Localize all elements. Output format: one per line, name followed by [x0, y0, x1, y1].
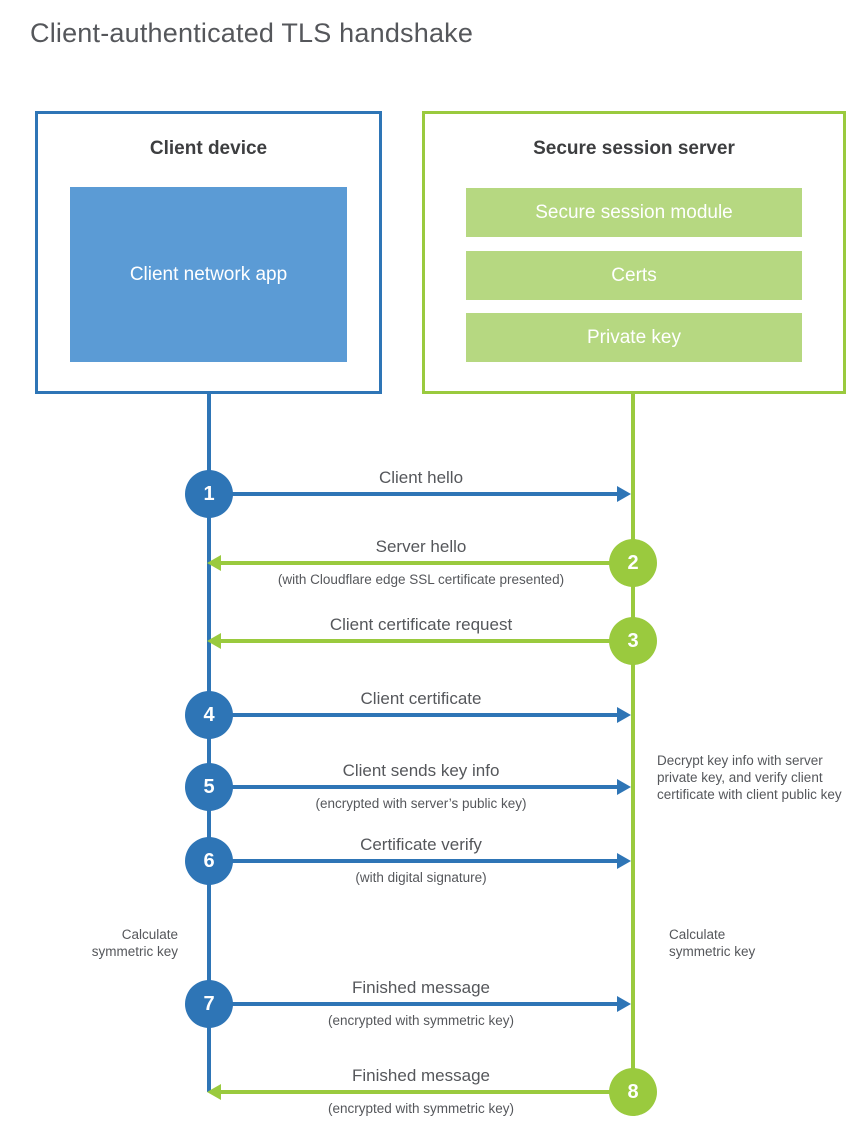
step-7-arrowhead-icon — [617, 996, 631, 1012]
step-4-arrow — [209, 713, 617, 717]
step-8-circle: 8 — [609, 1068, 657, 1116]
calculate-symmetric-key-note-right: Calculate symmetric key — [669, 927, 756, 959]
step-1-arrow — [209, 492, 617, 496]
step-5-arrowhead-icon — [617, 779, 631, 795]
step-6-sublabel: (with digital signature) — [355, 870, 487, 885]
server-certs-bar: Certs — [466, 251, 802, 300]
step-6-arrowhead-icon — [617, 853, 631, 869]
client-network-app-label: Client network app — [129, 263, 288, 285]
step-1-circle: 1 — [185, 470, 233, 518]
client-network-app-box: Client network app — [70, 187, 347, 362]
step-6-label: Certificate verify — [360, 835, 482, 854]
page-title: Client-authenticated TLS handshake — [30, 18, 474, 48]
step-5-label: Client sends key info — [342, 761, 500, 780]
step-1-arrowhead-icon — [617, 486, 631, 502]
server-private-key-bar: Private key — [466, 313, 802, 362]
step-5-circle: 5 — [185, 763, 233, 811]
step-3-arrow — [221, 639, 633, 643]
step-7-circle: 7 — [185, 980, 233, 1028]
client-lifeline — [207, 392, 211, 1092]
step-2-label: Server hello — [375, 537, 467, 556]
step-6-circle: 6 — [185, 837, 233, 885]
secure-session-server-title: Secure session server — [533, 138, 735, 159]
step-5-sublabel: (encrypted with server’s public key) — [315, 796, 527, 811]
step-7-sublabel: (encrypted with symmetric key) — [327, 1013, 515, 1028]
step-6-arrow — [209, 859, 617, 863]
step-8-arrowhead-icon — [207, 1084, 221, 1100]
decrypt-note: Decrypt key info with server private key… — [657, 753, 842, 802]
step-3-circle: 3 — [609, 617, 657, 665]
step-4-circle: 4 — [185, 691, 233, 739]
step-7-arrow — [209, 1002, 617, 1006]
calculate-symmetric-key-note-left: Calculate symmetric key — [91, 927, 178, 959]
step-1-label: Client hello — [378, 468, 464, 487]
step-3-label: Client certificate request — [329, 615, 513, 634]
step-2-circle: 2 — [609, 539, 657, 587]
step-2-arrowhead-icon — [207, 555, 221, 571]
step-2-sublabel: (with Cloudflare edge SSL certificate pr… — [277, 572, 565, 587]
step-7-label: Finished message — [352, 978, 490, 997]
step-4-label: Client certificate — [360, 689, 482, 708]
server-lifeline — [631, 392, 635, 1092]
server-module-bar: Secure session module — [466, 188, 802, 237]
step-8-arrow — [221, 1090, 633, 1094]
step-8-sublabel: (encrypted with symmetric key) — [327, 1101, 515, 1116]
client-device-title: Client device — [149, 138, 268, 159]
step-3-arrowhead-icon — [207, 633, 221, 649]
step-5-arrow — [209, 785, 617, 789]
step-4-arrowhead-icon — [617, 707, 631, 723]
step-8-label: Finished message — [352, 1066, 490, 1085]
step-2-arrow — [221, 561, 633, 565]
